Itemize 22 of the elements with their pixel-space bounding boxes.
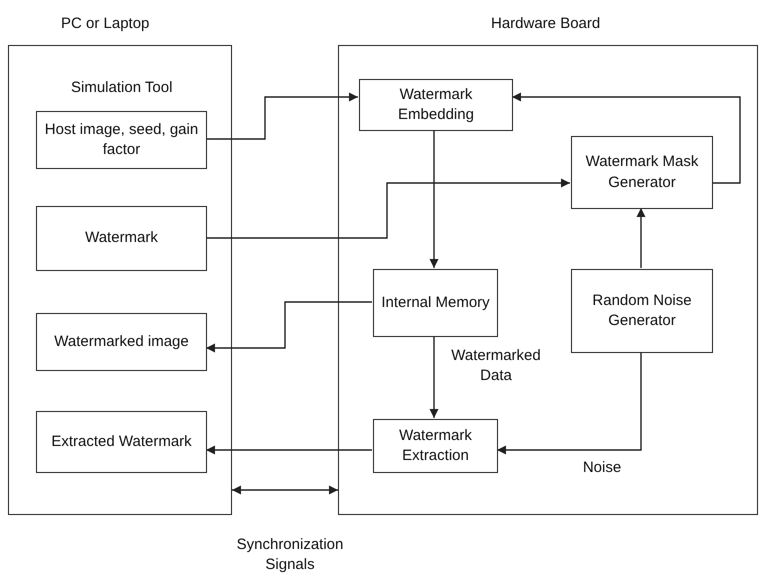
section-heading: Simulation Tool	[71, 79, 172, 96]
process-box: Random Noise Generator	[571, 269, 713, 353]
process-box: Host image, seed, gain factor	[36, 111, 207, 169]
arrow	[497, 352, 642, 454]
process-box: Internal Memory	[373, 269, 498, 337]
container-title: Hardware Board	[491, 15, 600, 32]
arrow	[232, 486, 338, 494]
process-box: Watermark Mask Generator	[571, 136, 713, 209]
arrow	[430, 336, 438, 418]
container-title: PC or Laptop	[61, 15, 150, 32]
arrow	[206, 446, 372, 454]
arrow	[206, 178, 570, 239]
process-box: Watermark Extraction	[373, 419, 498, 473]
arrow	[206, 301, 372, 352]
arrow	[512, 92, 741, 184]
process-box: Extracted Watermark	[36, 411, 207, 473]
process-box: Watermarked image	[36, 313, 207, 371]
arrow	[430, 130, 438, 268]
process-box: Watermark	[36, 206, 207, 271]
arrow	[206, 92, 358, 140]
process-box: Watermark Embedding	[359, 79, 513, 131]
arrow	[636, 208, 646, 268]
